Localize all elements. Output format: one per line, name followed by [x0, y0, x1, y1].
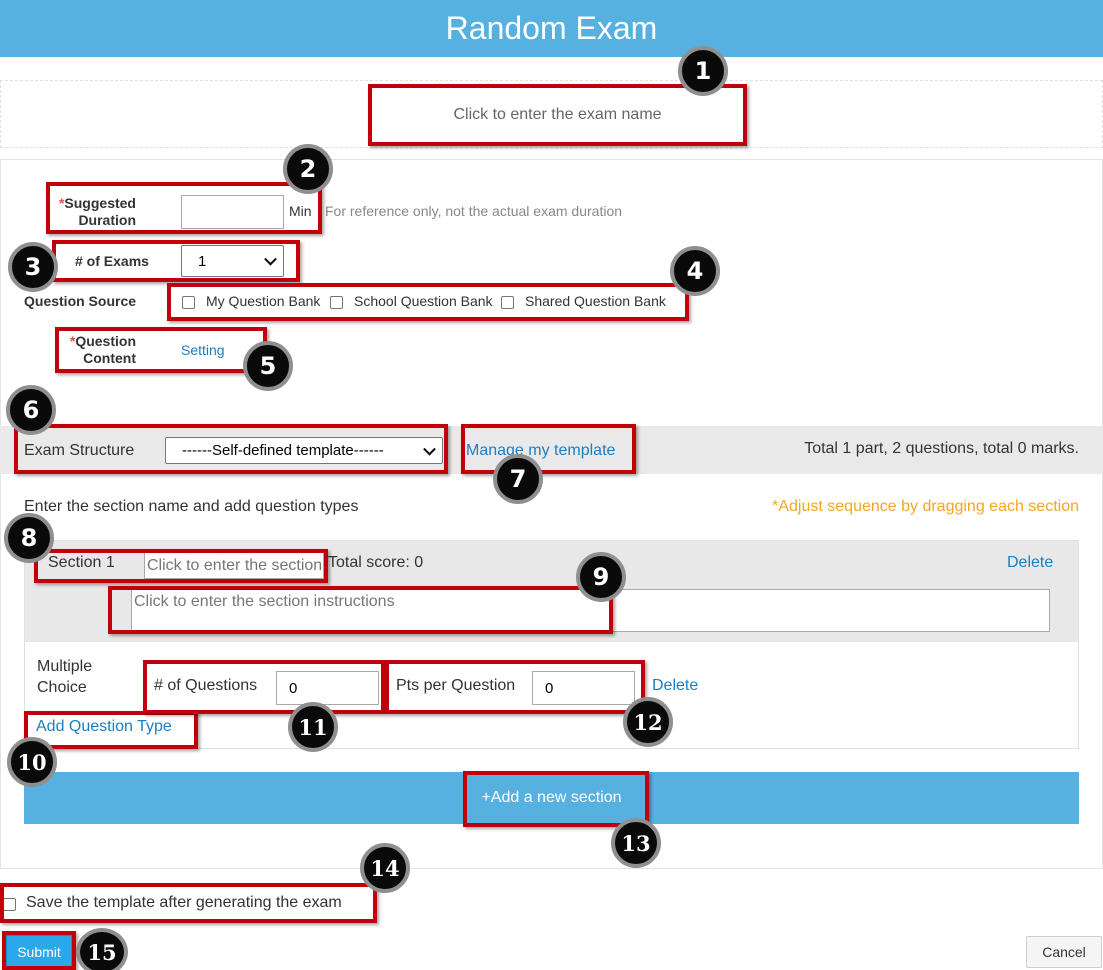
points-input[interactable]	[532, 671, 635, 705]
school-question-bank-label[interactable]: School Question Bank	[354, 293, 493, 309]
structure-summary: Total 1 part, 2 questions, total 0 marks…	[804, 440, 1079, 457]
duration-unit: Min	[289, 203, 312, 219]
num-exams-label: # of Exams	[75, 253, 149, 269]
cancel-button[interactable]: Cancel	[1026, 936, 1102, 968]
add-question-type-link[interactable]: Add Question Type	[36, 718, 172, 735]
submit-button[interactable]: Submit	[6, 935, 72, 968]
callout-badge-11: 11	[288, 702, 338, 752]
school-question-bank-checkbox[interactable]	[330, 296, 343, 309]
question-content-label: *Question Content	[69, 333, 136, 366]
section-label: Section 1	[48, 554, 115, 571]
save-template-checkbox[interactable]	[3, 898, 16, 911]
save-template-label[interactable]: Save the template after generating the e…	[26, 894, 342, 911]
callout-badge-15: 15	[76, 928, 128, 970]
window-title: Random Exam	[0, 0, 1103, 57]
callout-badge-13: 13	[611, 818, 661, 868]
callout-badge-14: 14	[360, 843, 410, 893]
question-count-label: # of Questions	[154, 677, 258, 694]
required-mark: *	[69, 333, 76, 349]
question-count-input[interactable]	[276, 671, 379, 705]
callout-badge-7: 7	[493, 454, 543, 504]
callout-badge-4: 4	[670, 246, 720, 296]
section-total-score: Total score: 0	[328, 554, 424, 571]
section-delete-link[interactable]: Delete	[1007, 554, 1054, 571]
sections-instruction: Enter the section name and add question …	[24, 498, 359, 515]
callout-badge-8: 8	[4, 513, 54, 563]
num-exams-value: 1	[198, 252, 207, 270]
question-source-label: Question Source	[24, 293, 137, 309]
duration-hint: For reference only, not the actual exam …	[325, 203, 623, 219]
callout-badge-6: 6	[6, 385, 56, 435]
callout-badge-1: 1	[678, 46, 728, 96]
template-select[interactable]: ------Self-defined template------	[165, 437, 443, 464]
exam-structure-label: Exam Structure	[24, 442, 135, 459]
question-type-delete-link[interactable]: Delete	[652, 677, 699, 694]
duration-input[interactable]	[181, 195, 284, 229]
chevron-down-icon	[423, 442, 436, 456]
callout-badge-9: 9	[576, 552, 626, 602]
points-label: Pts per Question	[396, 677, 516, 694]
chevron-down-icon	[264, 252, 277, 266]
manage-template-link[interactable]: Manage my template	[466, 442, 616, 459]
shared-question-bank-label[interactable]: Shared Question Bank	[525, 293, 666, 309]
callout-badge-12: 12	[623, 697, 673, 747]
my-question-bank-label[interactable]: My Question Bank	[206, 293, 321, 309]
question-content-setting-link[interactable]: Setting	[181, 342, 225, 358]
question-type-name: Multiple Choice	[37, 658, 93, 696]
my-question-bank-checkbox[interactable]	[182, 296, 195, 309]
num-exams-select[interactable]: 1	[181, 245, 284, 277]
template-value: ------Self-defined template------	[182, 442, 384, 459]
callout-badge-2: 2	[283, 144, 333, 194]
duration-label: *Suggested Duration	[58, 195, 136, 228]
callout-badge-3: 3	[8, 242, 58, 292]
required-mark: *	[58, 195, 65, 211]
shared-question-bank-checkbox[interactable]	[501, 296, 514, 309]
callout-badge-5: 5	[243, 341, 293, 391]
drag-hint: *Adjust sequence by dragging each sectio…	[772, 498, 1079, 515]
section-name-input[interactable]	[144, 552, 324, 579]
exam-name-input[interactable]: Click to enter the exam name	[453, 106, 662, 123]
callout-badge-10: 10	[7, 737, 57, 787]
add-section-button[interactable]: +Add a new section	[24, 772, 1079, 824]
section-card[interactable]	[24, 540, 1079, 749]
